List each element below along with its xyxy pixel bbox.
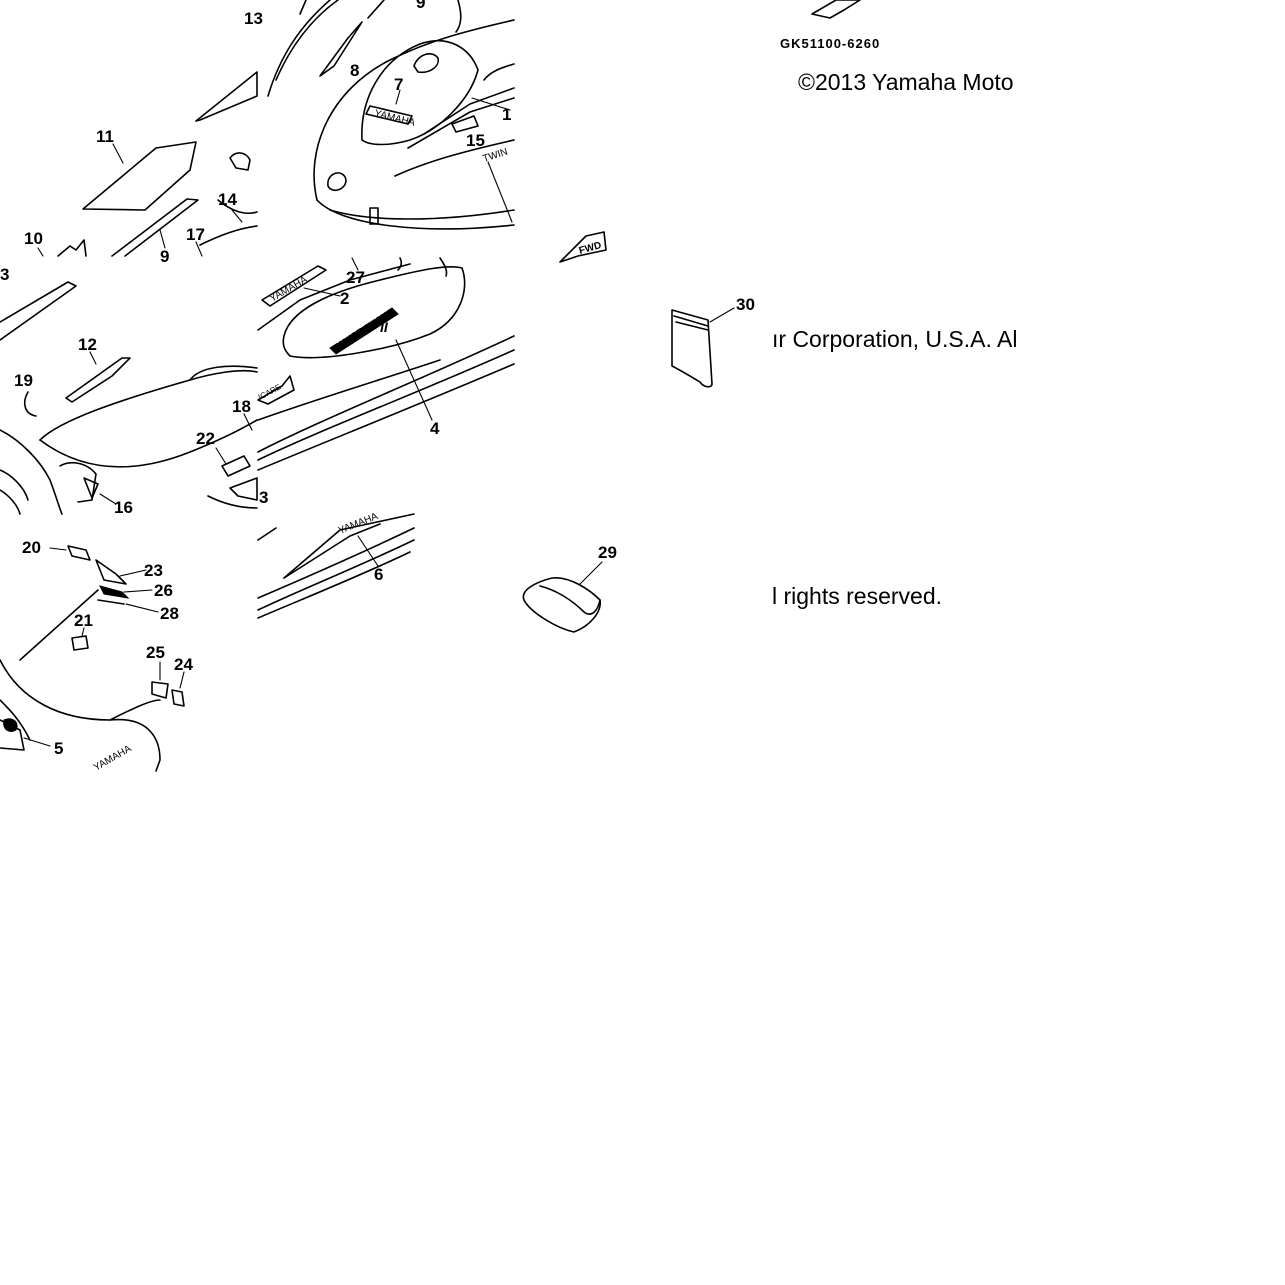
stripe-decal-13 <box>195 71 258 122</box>
decal-21 <box>71 635 89 651</box>
decal-28 <box>97 599 125 605</box>
callout-19: 19 <box>14 371 33 390</box>
callout-27: 27 <box>346 268 365 287</box>
callout-3: 3 <box>0 265 9 284</box>
callout-16: 16 <box>114 498 133 517</box>
seat-outline <box>39 369 258 441</box>
svg-text:II: II <box>380 319 389 335</box>
callout-30: 30 <box>736 295 755 314</box>
callout-10: 10 <box>24 229 43 248</box>
decal-22 <box>221 455 251 477</box>
fwd-arrow-top: GK51100-6260 <box>780 0 880 51</box>
pad-30 <box>671 309 713 388</box>
callout-9: 9 <box>416 0 425 12</box>
callout-17: 17 <box>186 225 205 244</box>
callout-29: 29 <box>598 543 617 562</box>
callout-8: 8 <box>350 61 359 80</box>
callout-2: 2 <box>340 289 349 308</box>
callout-6: 6 <box>374 565 383 584</box>
callout-7: 7 <box>394 75 403 94</box>
yamaha-stern-decal: YAMAHA <box>92 743 134 773</box>
wave-blaster-decal-4 <box>282 265 466 359</box>
callout-1: 1 <box>502 105 511 124</box>
yamaha-decal-2 <box>261 265 327 307</box>
callout-26: 26 <box>154 581 173 600</box>
strip-decal-9 <box>111 198 199 257</box>
tile-lower-hull: YAMAHA 6 <box>257 511 415 619</box>
copyright-line-1: ©2013 Yamaha Moto <box>798 69 1014 95</box>
callout-11: 11 <box>96 127 114 146</box>
decal-25 <box>151 681 169 699</box>
stripe-decal-3 <box>0 281 77 341</box>
pad-part-30: 30 <box>671 295 755 388</box>
decal-23 <box>95 559 127 585</box>
pad-part-29: 29 <box>522 543 617 633</box>
pad-29 <box>522 577 601 633</box>
svg-text:YAMAHA: YAMAHA <box>268 274 310 304</box>
tile-seat: 3 12 19 18 22 16 3 <box>0 265 268 517</box>
callout-15: 15 <box>466 131 485 150</box>
callout-21: 21 <box>74 611 93 630</box>
callout-22: 22 <box>196 429 215 448</box>
tile-side-hull: YAMAHA Wave Blaster II ICARE 27 2 4 <box>257 257 515 471</box>
svg-text:FWD: FWD <box>578 240 603 257</box>
decal-20 <box>67 545 91 561</box>
decal-15 <box>451 115 479 133</box>
callout-5: 5 <box>54 739 63 758</box>
callout-4: 4 <box>430 419 440 438</box>
callout-23: 23 <box>144 561 163 580</box>
hood-outline <box>313 19 515 201</box>
callout-24: 24 <box>174 655 193 674</box>
stripe-decal-8 <box>319 21 363 77</box>
part-number: GK51100-6260 <box>780 36 880 51</box>
grab-handle-19 <box>23 391 37 417</box>
copyright-line-2: ır Corporation, U.S.A. Al <box>772 326 1017 352</box>
callout-18: 18 <box>232 397 251 416</box>
callout-14: 14 <box>218 190 237 209</box>
yamaha-decal-6 <box>283 513 415 579</box>
seat-decal-11 <box>82 141 197 211</box>
seat-decal-12 <box>65 357 131 403</box>
fwd-arrow-mid: FWD <box>559 231 607 263</box>
copyright-line-3: l rights reserved. <box>772 583 942 609</box>
decal-26 <box>99 585 130 599</box>
tile-stern: YAMAHA 20 23 26 28 21 25 24 5 <box>0 538 193 774</box>
callout-9-lower: 9 <box>160 247 169 266</box>
yamaha-decal-7 <box>365 105 413 125</box>
decal-24 <box>171 689 185 707</box>
callout-25: 25 <box>146 643 165 662</box>
callout-20: 20 <box>22 538 41 557</box>
callout-28: 28 <box>160 604 179 623</box>
tile-rear-deck: 13 11 14 17 10 9 <box>24 9 263 266</box>
tile-front-hood: YAMAHA TWIN 9 8 7 1 15 <box>267 0 515 230</box>
twin-decal: TWIN <box>482 146 510 164</box>
callout-13: 13 <box>244 9 263 28</box>
callout-12: 12 <box>78 335 97 354</box>
callout-3-right: 3 <box>259 488 268 507</box>
